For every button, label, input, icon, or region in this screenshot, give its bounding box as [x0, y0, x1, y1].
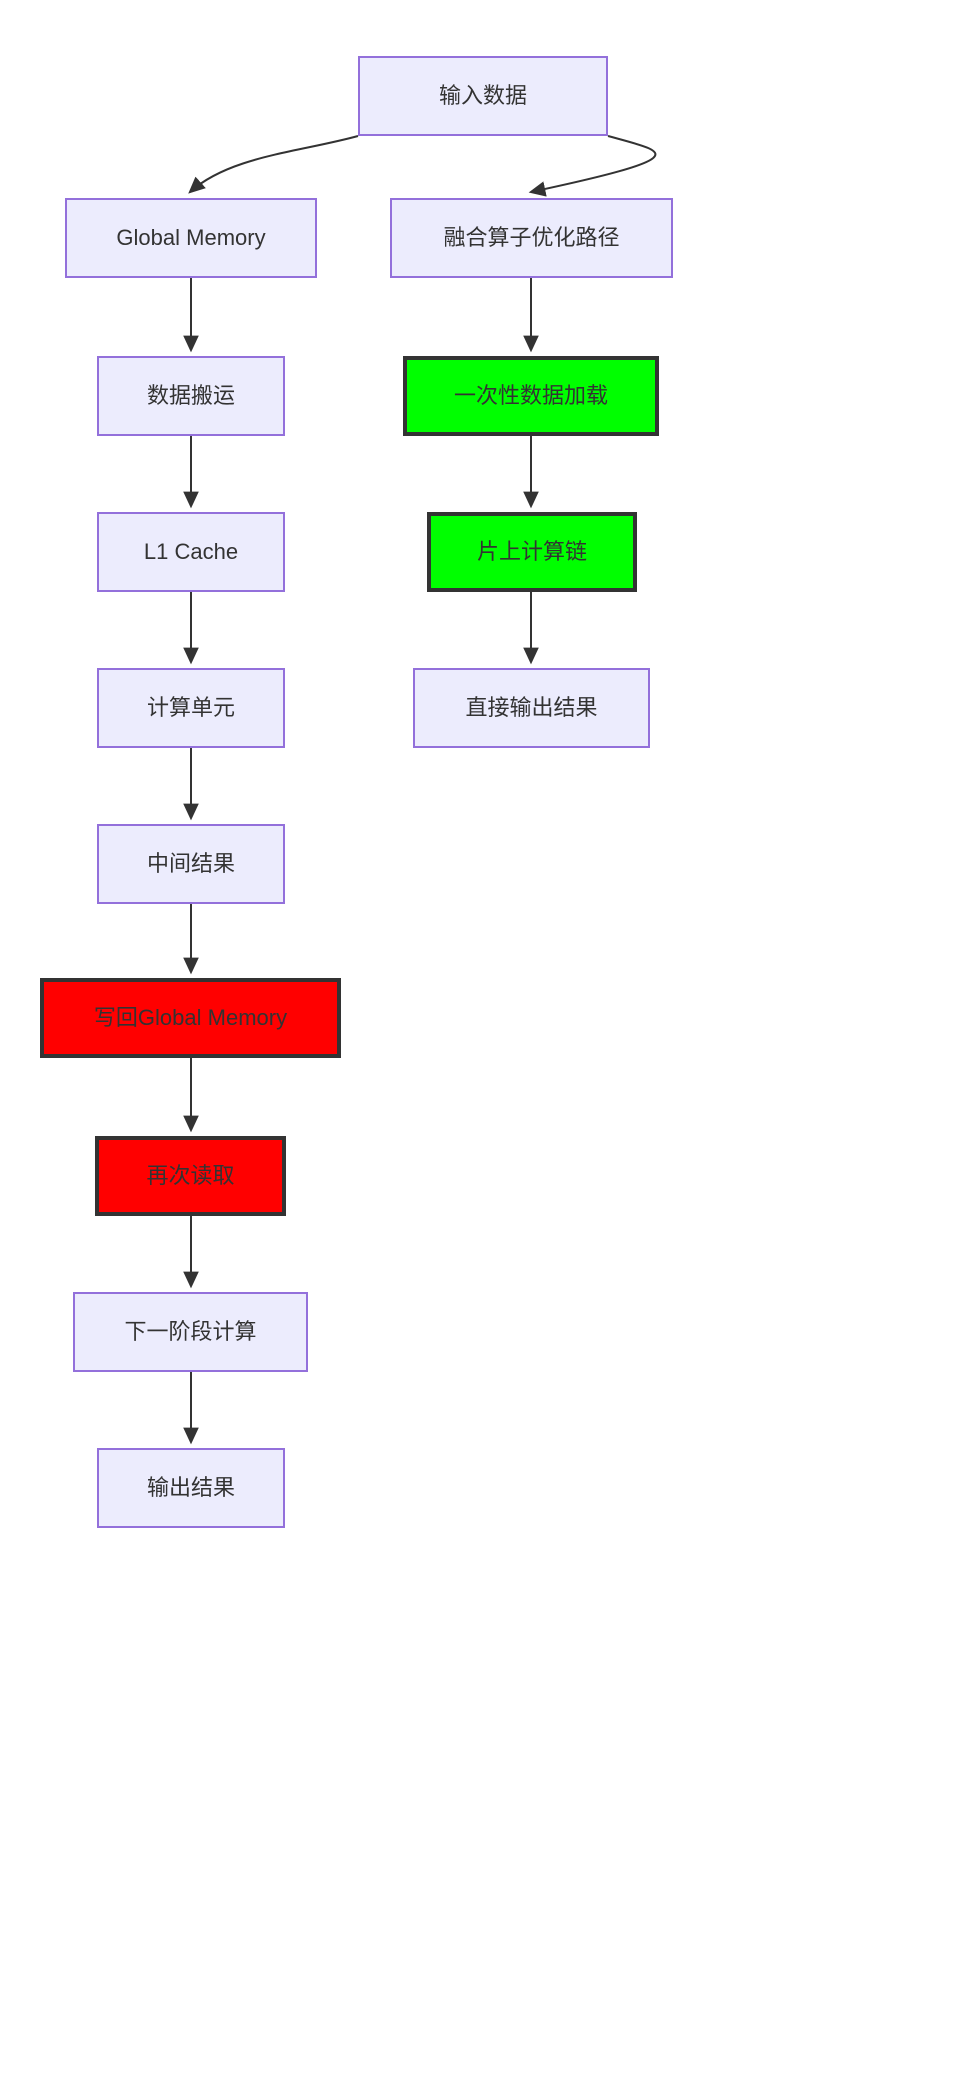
- node-direct-output-result[interactable]: 直接输出结果: [413, 668, 650, 748]
- node-on-chip-compute-chain[interactable]: 片上计算链: [427, 512, 637, 592]
- node-one-shot-data-load[interactable]: 一次性数据加载: [403, 356, 659, 436]
- node-label: 直接输出结果: [465, 695, 598, 721]
- node-intermediate-result[interactable]: 中间结果: [97, 824, 285, 904]
- node-label: 计算单元: [146, 695, 235, 721]
- node-label: 片上计算链: [476, 539, 587, 565]
- node-input-data[interactable]: 输入数据: [358, 56, 608, 136]
- node-label: 中间结果: [146, 851, 235, 877]
- node-label: 输入数据: [438, 83, 527, 109]
- node-label: 下一阶段计算: [124, 1319, 257, 1345]
- edge-input-to-fusion-path: [528, 135, 657, 197]
- node-global-memory[interactable]: Global Memory: [65, 198, 317, 278]
- node-label: 融合算子优化路径: [443, 225, 620, 251]
- node-label: 一次性数据加载: [453, 383, 608, 409]
- node-label: 数据搬运: [146, 383, 235, 409]
- node-l1-cache[interactable]: L1 Cache: [97, 512, 285, 592]
- edge-input-to-global-memory: [188, 135, 359, 194]
- node-output-result[interactable]: 输出结果: [97, 1448, 285, 1528]
- node-read-again[interactable]: 再次读取: [95, 1136, 286, 1216]
- node-write-back-global-memory[interactable]: 写回Global Memory: [40, 978, 341, 1058]
- node-label: 写回Global Memory: [93, 1005, 288, 1031]
- node-data-movement[interactable]: 数据搬运: [97, 356, 285, 436]
- node-label: L1 Cache: [143, 539, 239, 565]
- node-label: 输出结果: [146, 1475, 235, 1501]
- node-label: Global Memory: [116, 225, 266, 251]
- node-compute-unit[interactable]: 计算单元: [97, 668, 285, 748]
- node-label: 再次读取: [146, 1163, 235, 1189]
- node-fusion-optimization-path[interactable]: 融合算子优化路径: [390, 198, 673, 278]
- node-next-stage-compute[interactable]: 下一阶段计算: [73, 1292, 308, 1372]
